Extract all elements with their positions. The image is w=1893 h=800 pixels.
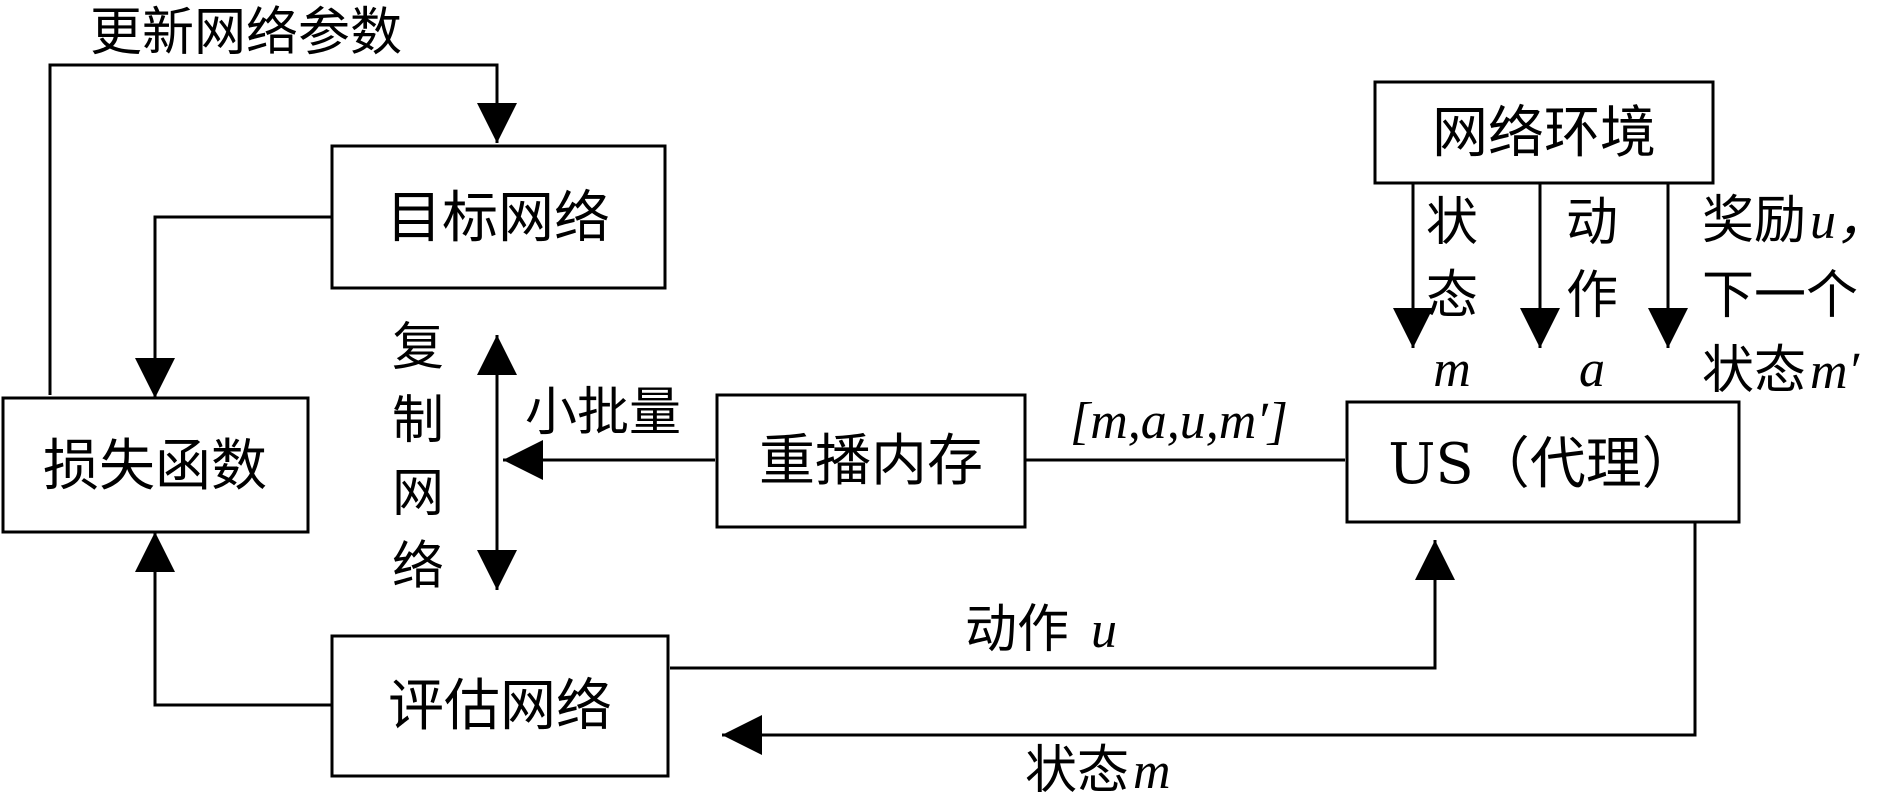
state-m-var: m bbox=[1133, 743, 1171, 800]
replay-memory-node[interactable]: 重播内存 bbox=[715, 393, 1027, 529]
env-next-state-text: 状态m′ bbox=[1702, 341, 1861, 401]
env-action-var: a bbox=[1579, 341, 1605, 398]
env-state-char-1: 状 bbox=[1426, 193, 1478, 253]
target-network-label: 目标网络 bbox=[386, 186, 610, 251]
env-next-state-word: 状态 bbox=[1702, 341, 1806, 401]
eval-to-loss-arrow bbox=[135, 532, 332, 707]
copy-network-char-3: 网 bbox=[392, 464, 444, 524]
network-env-label: 网络环境 bbox=[1432, 101, 1656, 166]
copy-network-char-4: 络 bbox=[392, 537, 444, 597]
target-network-node[interactable]: 目标网络 bbox=[330, 144, 667, 290]
loss-function-node[interactable]: 损失函数 bbox=[1, 396, 310, 534]
network-env-node[interactable]: 网络环境 bbox=[1373, 80, 1715, 185]
state-m-word: 状态 bbox=[1025, 741, 1129, 800]
env-action-char-1: 动 bbox=[1566, 193, 1618, 253]
action-u-arrow bbox=[670, 540, 1455, 670]
action-u-word: 动作 bbox=[965, 600, 1069, 660]
env-next-text: 下一个 bbox=[1702, 266, 1858, 326]
env-state-var: m bbox=[1433, 341, 1471, 398]
replay-memory-label: 重播内存 bbox=[759, 429, 983, 494]
loss-function-label: 损失函数 bbox=[43, 434, 267, 499]
action-u-var: u bbox=[1091, 602, 1117, 659]
update-params-label: 更新网络参数 bbox=[90, 3, 402, 63]
copy-network-char-1: 复 bbox=[392, 318, 444, 378]
env-next-state-var: m′ bbox=[1810, 343, 1861, 400]
update-params-arrow bbox=[48, 63, 517, 395]
state-m-arrow bbox=[722, 522, 1697, 755]
env-state-char-2: 态 bbox=[1426, 266, 1478, 326]
env-state-label: 状 态 m bbox=[1426, 193, 1478, 398]
tuple-label: [m,a,u,m′] bbox=[1070, 393, 1288, 450]
copy-network-label: 复 制 网 络 bbox=[392, 318, 444, 597]
env-reward-label: 奖励u， 下一个 状态m′ bbox=[1702, 191, 1888, 401]
action-u-label: 动作 u bbox=[965, 600, 1117, 660]
state-m-label: 状态m bbox=[1025, 741, 1171, 800]
eval-network-label: 评估网络 bbox=[388, 674, 612, 739]
copy-network-char-2: 制 bbox=[392, 391, 444, 451]
agent-label: US（代理） bbox=[1388, 432, 1698, 497]
env-action-label: 动 作 a bbox=[1566, 193, 1618, 398]
target-to-loss-arrow bbox=[135, 215, 332, 398]
env-action-char-2: 作 bbox=[1566, 266, 1618, 326]
env-reward-word: 奖励 bbox=[1702, 191, 1806, 251]
eval-network-node[interactable]: 评估网络 bbox=[330, 634, 670, 778]
env-reward-var: u， bbox=[1810, 193, 1888, 250]
agent-node[interactable]: US（代理） bbox=[1345, 400, 1741, 524]
minibatch-label: 小批量 bbox=[525, 383, 681, 443]
env-reward-text: 奖励u， bbox=[1702, 191, 1888, 251]
